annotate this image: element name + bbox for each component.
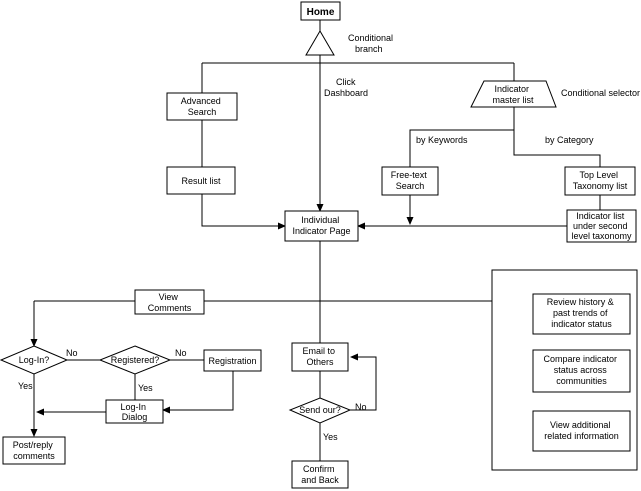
log-in-dialog-node: Log-In Dialog bbox=[105, 399, 164, 424]
advanced-search-label: Advanced Search bbox=[181, 96, 224, 117]
view-additional-label: View additional related information bbox=[544, 420, 619, 441]
free-text-search-node: Free-text Search bbox=[381, 166, 439, 196]
confirm-and-back-label: Confirm and Back bbox=[301, 464, 339, 485]
send-yes-label: Yes bbox=[323, 432, 338, 442]
registration-node: Registration bbox=[203, 349, 262, 372]
registered-no-label: No bbox=[175, 348, 187, 358]
top-level-taxonomy-label: Top Level Taxonomy list bbox=[573, 170, 628, 191]
registration-label: Registration bbox=[208, 356, 256, 366]
top-level-taxonomy-node: Top Level Taxonomy list bbox=[564, 166, 636, 196]
registered-decision: Registered? bbox=[98, 345, 172, 375]
conditional-branch-label: Conditional branch bbox=[348, 33, 396, 54]
view-comments-node: View Comments bbox=[134, 289, 205, 315]
conditional-selector-label: Conditional selector bbox=[561, 88, 640, 98]
log-in-decision: Log-In? bbox=[0, 345, 69, 375]
second-level-list-label: Indicator list under second level taxono… bbox=[571, 211, 632, 241]
result-list-to-indicator-page-arrow bbox=[201, 194, 286, 230]
by-keywords-line bbox=[409, 107, 515, 167]
log-in-label: Log-In? bbox=[19, 355, 50, 365]
email-to-others-label: Email to Others bbox=[302, 346, 337, 367]
by-category-line bbox=[513, 130, 601, 167]
conditional-branch-node bbox=[305, 30, 335, 56]
send-our-label: Send our? bbox=[299, 405, 341, 415]
log-in-dialog-label: Log-In Dialog bbox=[120, 402, 148, 422]
email-to-others-node: Email to Others bbox=[291, 342, 349, 372]
advanced-search-node: Advanced Search bbox=[166, 92, 238, 121]
home-label: Home bbox=[307, 7, 335, 18]
home-node: Home bbox=[300, 1, 341, 21]
send-no-loop-arrow bbox=[350, 353, 377, 411]
send-our-decision: Send our? bbox=[288, 397, 352, 424]
result-list-node: Result list bbox=[166, 166, 236, 195]
free-text-search-label: Free-text Search bbox=[391, 170, 430, 191]
compare-indicator-label: Compare indicator status across communit… bbox=[543, 354, 619, 386]
individual-indicator-page-label: Individual Indicator Page bbox=[292, 215, 350, 236]
login-yes-label: Yes bbox=[18, 381, 33, 391]
confirm-and-back-node: Confirm and Back bbox=[291, 460, 349, 489]
result-list-label: Result list bbox=[181, 176, 221, 186]
registration-to-dialog-arrow bbox=[162, 371, 234, 414]
post-reply-comments-label: Post/reply comments bbox=[13, 440, 56, 461]
send-no-label: No bbox=[355, 402, 367, 412]
registered-yes-label: Yes bbox=[138, 383, 153, 393]
review-history-label: Review history & past trends of indicato… bbox=[547, 297, 617, 329]
second-level-list-node: Indicator list under second level taxono… bbox=[566, 209, 637, 243]
view-comments-label: View Comments bbox=[148, 292, 192, 313]
compare-indicator-node: Compare indicator status across communit… bbox=[532, 349, 631, 393]
login-no-label: No bbox=[66, 348, 78, 358]
post-reply-comments-node: Post/reply comments bbox=[2, 436, 66, 465]
by-keywords-label: by Keywords bbox=[416, 135, 468, 145]
registered-label: Registered? bbox=[111, 355, 160, 365]
by-category-label: by Category bbox=[545, 135, 594, 145]
view-additional-node: View additional related information bbox=[532, 410, 631, 452]
review-history-node: Review history & past trends of indicato… bbox=[532, 293, 631, 335]
individual-indicator-page-node: Individual Indicator Page bbox=[284, 210, 359, 242]
indicator-master-list-node: Indicator master list bbox=[470, 80, 557, 108]
click-dashboard-label: Click Dashboard bbox=[324, 77, 368, 98]
indicator-master-list-label: Indicator master list bbox=[492, 84, 534, 105]
